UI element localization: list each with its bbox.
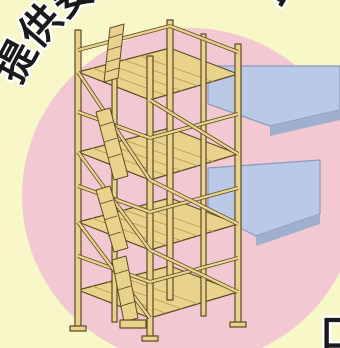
bottom-right-glyph: 口 xyxy=(320,312,340,348)
scaffold-tower xyxy=(69,19,247,342)
